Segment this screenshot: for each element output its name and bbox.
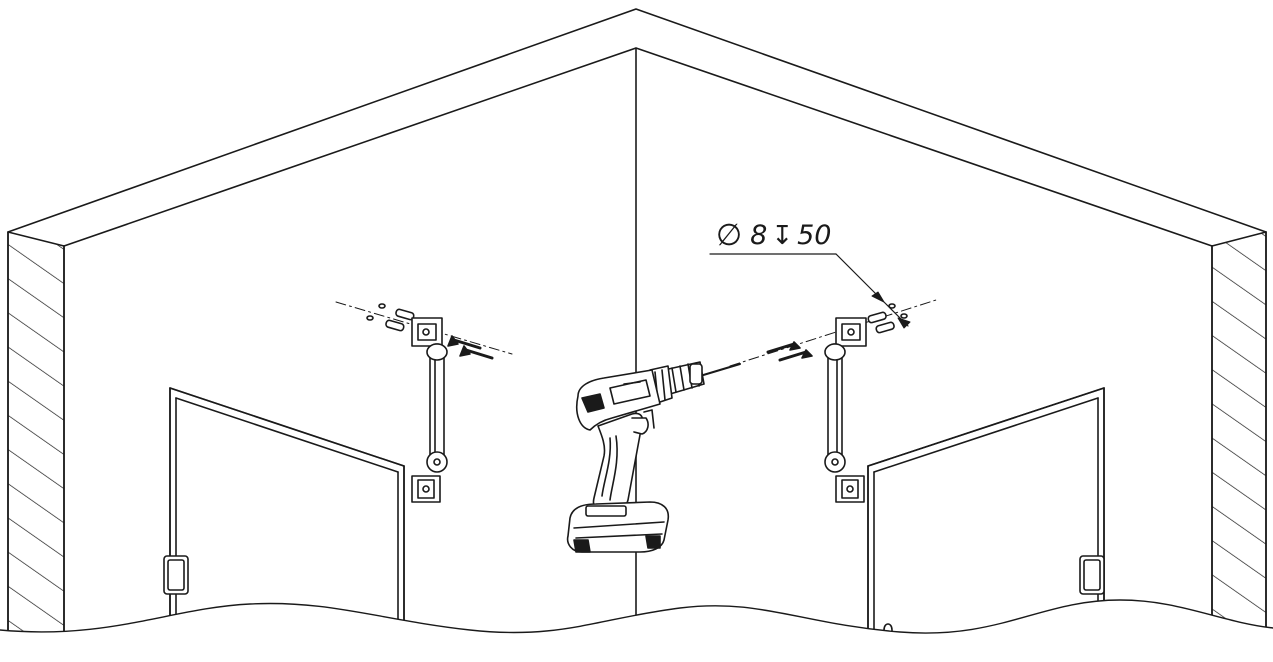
wall-inner-top: [64, 48, 1212, 246]
room-walls: [8, 9, 1266, 634]
left-door-hinge: [164, 556, 188, 594]
left-support-tube: [430, 344, 444, 462]
depth-symbol-icon: ↧: [771, 220, 794, 251]
hole-depth: 50: [797, 219, 832, 251]
section-cut-line: [0, 600, 1273, 633]
left-glass-panel: [164, 388, 404, 634]
right-support-bar: [730, 300, 936, 502]
right-wall-plug-2: [889, 304, 895, 308]
right-wall-section: [1212, 232, 1266, 634]
left-wall-section: [8, 232, 64, 634]
right-support-tube: [828, 344, 842, 462]
left-support-bar: [336, 302, 512, 502]
right-wall-bracket: [836, 318, 866, 346]
right-glass-panel: [868, 388, 1104, 634]
power-drill: [568, 362, 740, 552]
drill-bit: [700, 364, 740, 376]
drill-hole-callout: ∅8↧50: [716, 218, 831, 253]
right-door-hinge: [1080, 556, 1104, 594]
left-wall-plug-2: [367, 316, 373, 320]
diameter-symbol-icon: ∅: [716, 217, 743, 253]
right-wall-plug-1: [901, 314, 907, 318]
hole-diameter: 8: [750, 219, 768, 251]
callout-leader: [710, 254, 910, 328]
wall-top-outline: [8, 9, 1266, 232]
left-wall-bracket: [412, 318, 442, 346]
left-wall-plug-1: [379, 304, 385, 308]
